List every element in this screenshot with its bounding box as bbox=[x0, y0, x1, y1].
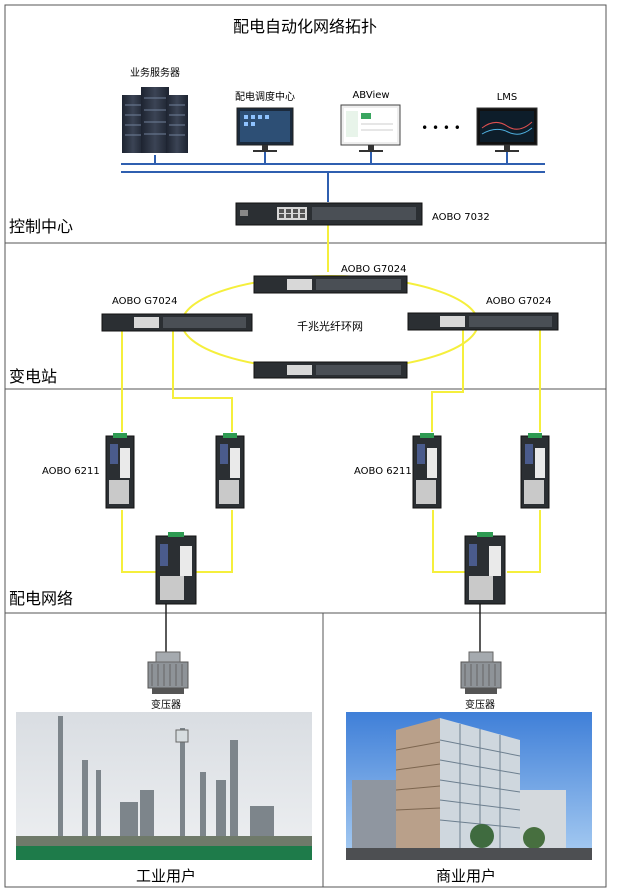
label-business-servers: 业务服务器 bbox=[130, 66, 180, 79]
server-bus bbox=[121, 152, 545, 202]
label-ring-right: AOBO G7024 bbox=[486, 296, 551, 307]
switch-ring-right bbox=[407, 312, 559, 331]
label-commercial-users: 商业用户 bbox=[436, 867, 496, 885]
switch-core-7032 bbox=[235, 202, 423, 226]
label-ring-top: AOBO G7024 bbox=[341, 264, 406, 275]
switch-ring-top bbox=[253, 275, 408, 294]
field-switch-right-a bbox=[412, 433, 442, 509]
label-lms: LMS bbox=[497, 92, 518, 103]
label-industrial-users: 工业用户 bbox=[136, 867, 196, 885]
label-ring-name: 千兆光纤环网 bbox=[297, 319, 363, 333]
server-business bbox=[122, 87, 188, 153]
label-transformer-right: 变压器 bbox=[465, 698, 495, 711]
commercial-scene bbox=[346, 712, 592, 860]
commercial-frame bbox=[322, 612, 607, 888]
section-frames bbox=[4, 4, 607, 888]
label-abview: ABView bbox=[352, 90, 389, 101]
monitor-dispatch bbox=[236, 107, 294, 152]
field-switch-left-c bbox=[155, 532, 197, 605]
label-field-right: AOBO 6211 bbox=[354, 466, 412, 477]
field-switch-right-c bbox=[464, 532, 506, 605]
label-dispatch-center: 配电调度中心 bbox=[235, 90, 295, 103]
distribution-frame bbox=[4, 388, 607, 614]
transformer-left bbox=[147, 651, 189, 694]
transformer-right bbox=[460, 651, 502, 694]
section-label-distribution: 配电网络 bbox=[9, 589, 73, 608]
page-title: 配电自动化网络拓扑 bbox=[233, 17, 377, 36]
field-switch-right-b bbox=[520, 433, 550, 509]
label-core-switch: AOBO 7032 bbox=[432, 212, 490, 223]
field-switch-left-b bbox=[215, 433, 245, 509]
industrial-scene bbox=[16, 712, 312, 860]
section-label-control-center: 控制中心 bbox=[9, 217, 73, 236]
transformer-links bbox=[165, 604, 481, 652]
label-transformer-left: 变压器 bbox=[151, 698, 181, 711]
monitor-lms bbox=[476, 107, 538, 152]
switch-ring-left bbox=[101, 313, 253, 332]
label-field-left: AOBO 6211 bbox=[42, 466, 100, 477]
field-switch-left-a bbox=[105, 433, 135, 509]
monitor-abview bbox=[340, 104, 401, 152]
label-ellipsis: • • • • bbox=[421, 121, 461, 135]
section-label-substation: 变电站 bbox=[9, 367, 57, 386]
label-ring-left: AOBO G7024 bbox=[112, 296, 177, 307]
switch-ring-bottom bbox=[253, 361, 408, 379]
